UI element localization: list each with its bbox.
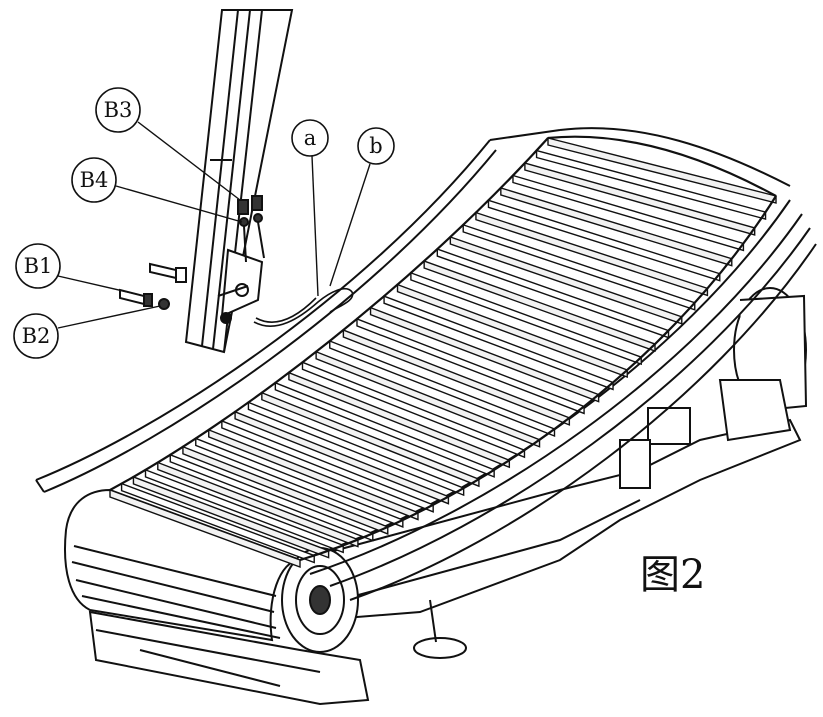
- belt-slat: [109, 488, 301, 569]
- belt-slat: [462, 223, 696, 311]
- callout-b1: B1: [15, 243, 137, 295]
- belt-slat: [423, 260, 656, 353]
- belt-slat: [208, 428, 419, 521]
- belt-slat: [547, 137, 777, 204]
- side-rails: [35, 127, 817, 601]
- belt-slat: [535, 149, 767, 221]
- callout-b4-label: B4: [80, 168, 109, 192]
- belt-slat: [221, 419, 434, 513]
- belt-slat: [369, 306, 600, 403]
- belt-slat: [396, 283, 628, 378]
- belt-slat: [524, 162, 756, 236]
- belt-slat: [449, 236, 683, 325]
- belt-slat: [315, 350, 541, 448]
- callout-b: b: [329, 127, 395, 287]
- callout-b3: B3: [95, 87, 241, 201]
- belt-slat: [436, 248, 670, 339]
- front-roller: [64, 488, 359, 653]
- callout-b-label: b: [369, 134, 382, 158]
- callout-b4: B4: [71, 157, 243, 223]
- belt-slat: [512, 174, 745, 252]
- callout-a: a: [291, 119, 329, 297]
- belt-slat: [500, 186, 733, 267]
- belt-slat: [383, 295, 614, 391]
- flywheel: [718, 287, 808, 442]
- belt-slat: [169, 453, 374, 542]
- belt-slats: [109, 137, 777, 569]
- callout-b2-label: B2: [22, 324, 51, 348]
- cable: [253, 287, 354, 327]
- callout-b1-label: B1: [24, 254, 53, 278]
- belt-slat: [410, 271, 642, 366]
- belt-slat: [329, 339, 556, 438]
- callout-a-label: a: [304, 126, 317, 150]
- belt-slat: [261, 391, 480, 488]
- callout-b2: B2: [13, 305, 161, 359]
- belt-slat: [356, 317, 585, 415]
- belt-slat: [144, 468, 344, 554]
- belt-slat: [487, 199, 721, 282]
- belt-slat: [234, 410, 450, 505]
- belt-slat: [157, 461, 359, 548]
- belt-slat: [475, 211, 709, 297]
- belt-slat: [247, 401, 465, 497]
- belt-slat: [182, 445, 389, 535]
- belt-slat: [342, 329, 571, 426]
- belt-slat: [132, 475, 330, 559]
- callout-b3-label: B3: [104, 98, 133, 122]
- belt-slat: [301, 361, 526, 459]
- belt-slat: [274, 381, 495, 478]
- belt-outline: [109, 135, 777, 562]
- belt-slat: [195, 437, 404, 528]
- figure-caption: 图2: [640, 552, 705, 598]
- upright-post: [184, 9, 294, 354]
- belt-slat: [120, 482, 315, 564]
- belt-slat: [288, 371, 511, 469]
